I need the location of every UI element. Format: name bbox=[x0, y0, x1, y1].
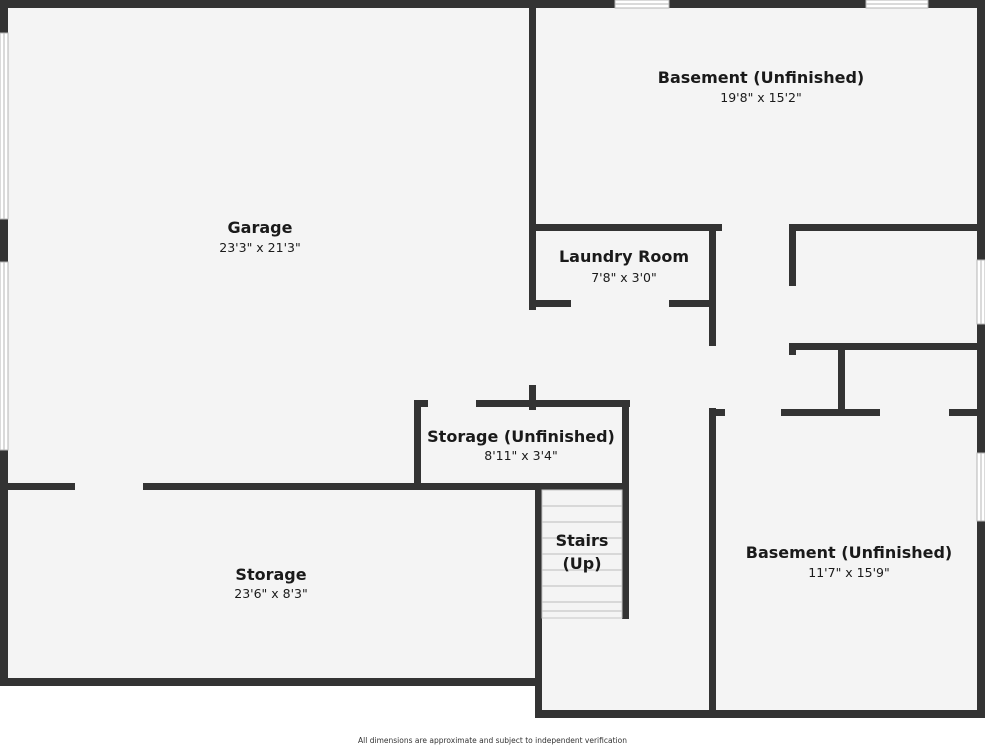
window-top-right bbox=[865, 0, 929, 9]
window-garage-upper bbox=[0, 32, 9, 220]
storage-dimensions: 23'6" x 8'3" bbox=[234, 586, 307, 601]
opening-garage-east bbox=[529, 310, 536, 385]
wall-closet-north bbox=[789, 224, 981, 231]
dimensions-disclaimer: All dimensions are approximate and subje… bbox=[358, 736, 627, 745]
wall-storage-unf-north bbox=[414, 400, 630, 407]
floor-areas bbox=[4, 4, 981, 714]
storage-unfinished-dimensions: 8'11" x 3'4" bbox=[484, 448, 557, 463]
window-closet-east bbox=[976, 259, 985, 325]
exterior-wall-top bbox=[0, 0, 985, 8]
garage-label: Garage bbox=[228, 218, 293, 237]
wall-closet-west bbox=[789, 224, 796, 286]
wall-divider-right bbox=[949, 409, 981, 416]
garage-dimensions: 23'3" x 21'3" bbox=[219, 240, 300, 255]
wall-closet-west-stub bbox=[789, 343, 796, 355]
windows bbox=[0, 0, 985, 522]
opening-garage-south bbox=[75, 483, 143, 490]
exterior-wall-right bbox=[977, 0, 985, 718]
wall-divider-left bbox=[781, 409, 880, 416]
basement-bottom-dimensions: 11'7" x 15'9" bbox=[808, 565, 889, 580]
wall-laundry-east-stub bbox=[715, 409, 725, 416]
wall-garage-south bbox=[4, 483, 418, 490]
wall-laundry-east bbox=[709, 224, 716, 410]
exterior-wall-step bbox=[535, 678, 542, 718]
wall-garage-east bbox=[529, 4, 536, 410]
basement-bottom-label: Basement (Unfinished) bbox=[746, 543, 952, 562]
laundry-room-label: Laundry Room bbox=[559, 247, 689, 266]
storage-label: Storage bbox=[235, 565, 306, 584]
opening-laundry-south bbox=[571, 300, 669, 307]
wall-storage-unf-south bbox=[414, 483, 629, 490]
exterior-wall-bottom-right bbox=[535, 710, 985, 718]
basement-top-dimensions: 19'8" x 15'2" bbox=[720, 90, 801, 105]
staircase bbox=[541, 489, 623, 619]
exterior-wall-bottom-left bbox=[0, 678, 541, 686]
wall-laundry-north bbox=[529, 224, 722, 231]
stairs-direction-label: (Up) bbox=[562, 554, 601, 573]
wall-basement-bottom-west bbox=[709, 409, 716, 718]
room-labels: Garage 23'3" x 21'3" Basement (Unfinishe… bbox=[219, 68, 952, 601]
wall-storage-unf-west bbox=[414, 400, 421, 490]
opening-storage-unf-north bbox=[428, 400, 476, 407]
stairs-label: Stairs bbox=[556, 531, 609, 550]
storage-unfinished-label: Storage (Unfinished) bbox=[427, 427, 615, 446]
window-garage-lower bbox=[0, 261, 9, 451]
window-basement-east bbox=[976, 452, 985, 522]
wall-storage-unf-east bbox=[622, 400, 629, 619]
basement-top-label: Basement (Unfinished) bbox=[658, 68, 864, 87]
laundry-room-dimensions: 7'8" x 3'0" bbox=[591, 270, 657, 285]
opening-laundry-east bbox=[709, 346, 716, 408]
wall-closet-south bbox=[789, 343, 981, 350]
window-top-left bbox=[614, 0, 670, 9]
wall-stairs-west bbox=[535, 483, 542, 683]
wall-divider-post bbox=[838, 343, 845, 416]
openings bbox=[75, 300, 716, 490]
